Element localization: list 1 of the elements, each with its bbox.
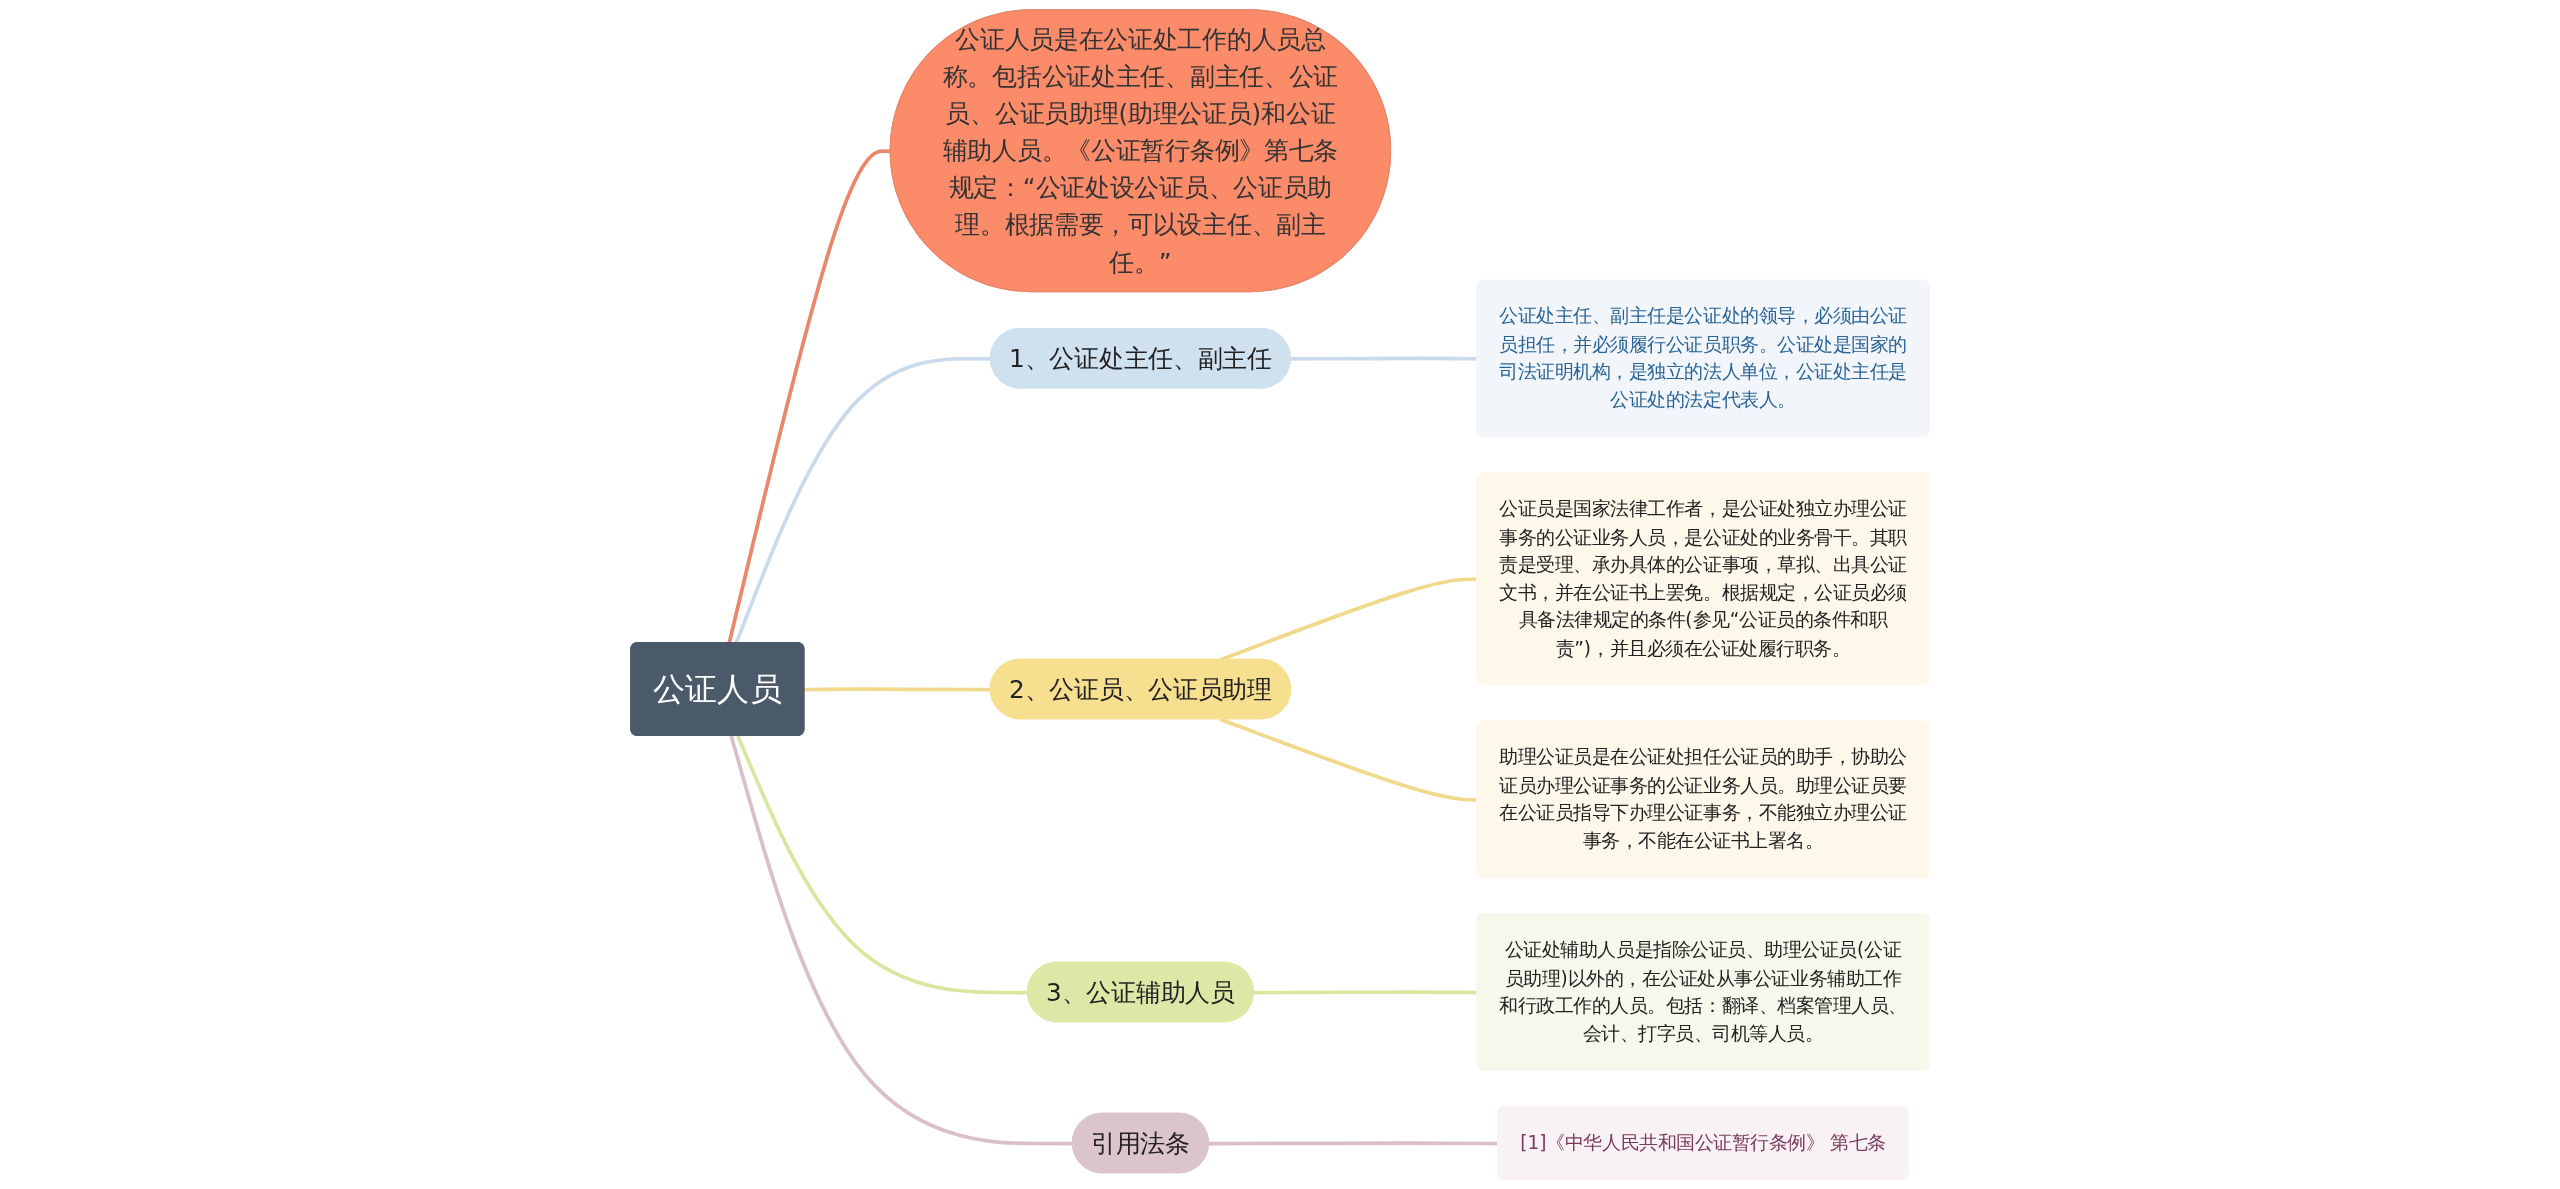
connector <box>727 149 891 644</box>
